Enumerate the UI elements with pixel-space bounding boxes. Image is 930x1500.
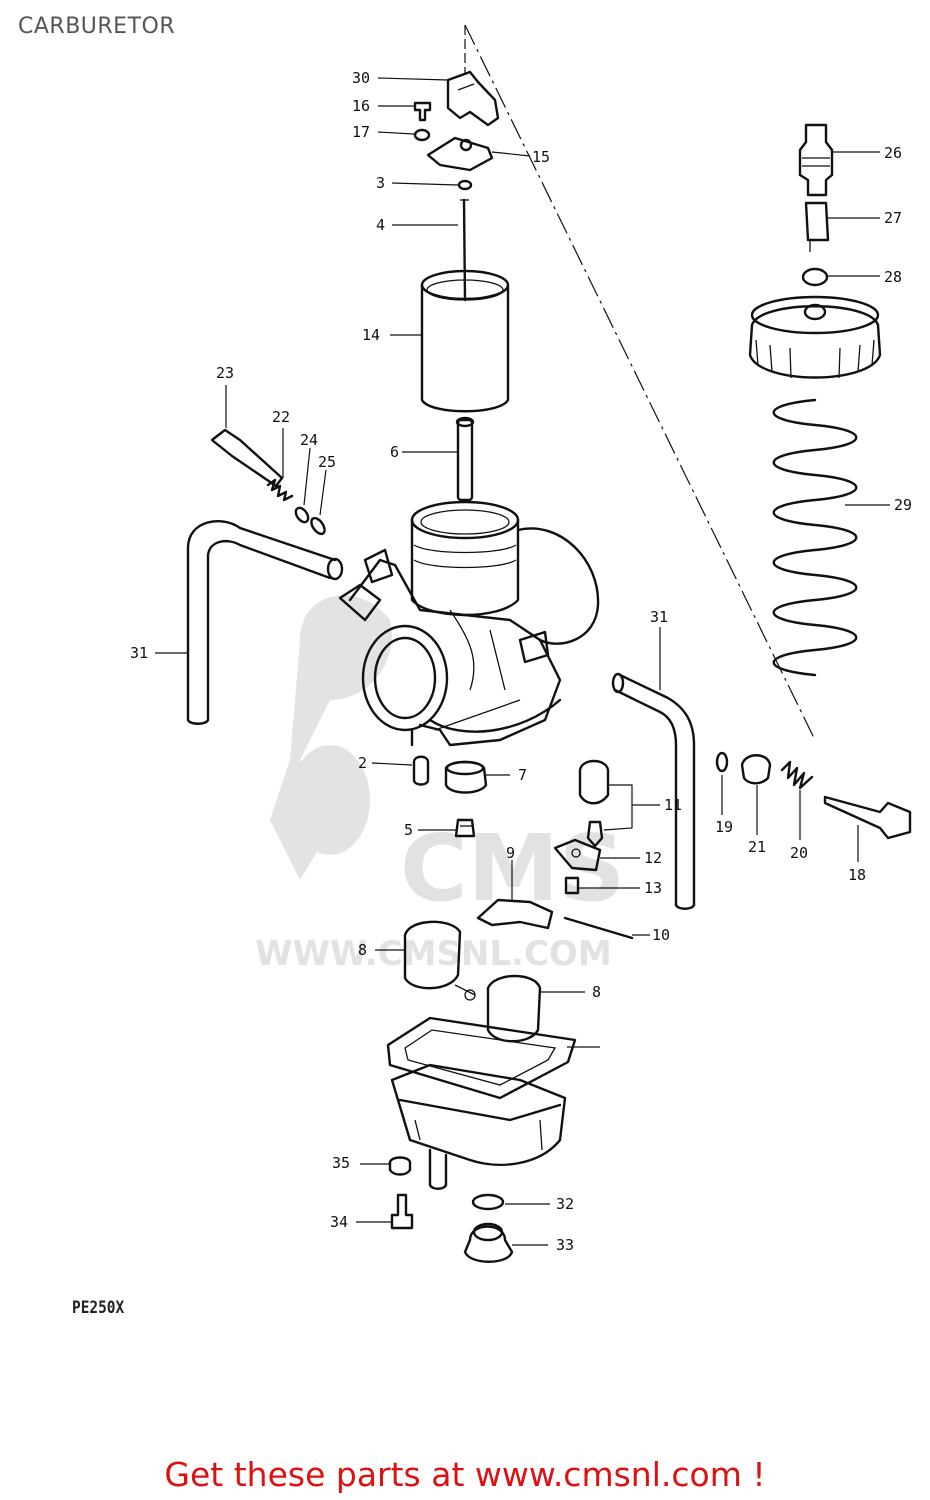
part-cap xyxy=(748,295,882,379)
part-7-valve-seat xyxy=(444,760,488,794)
callout-13: 13 xyxy=(644,879,662,897)
part-27-locknut xyxy=(804,201,830,252)
watermark-url: WWW.CMSNL.COM xyxy=(255,934,612,974)
footer-link[interactable]: Get these parts at www.cmsnl.com ! xyxy=(164,1455,766,1494)
callout-12: 12 xyxy=(644,849,662,867)
callout-9: 9 xyxy=(506,844,515,862)
part-2-clip xyxy=(412,755,430,786)
part-18-screw xyxy=(823,795,912,840)
part-24-washer xyxy=(294,506,310,524)
part-34-screw xyxy=(390,1193,414,1230)
part-35-nut xyxy=(388,1156,412,1176)
part-6-needle-jet xyxy=(455,416,475,502)
callout-15: 15 xyxy=(532,148,550,166)
carburetor-body xyxy=(338,500,600,747)
part-9-float-arm xyxy=(476,898,554,930)
callout-17: 17 xyxy=(352,123,370,141)
callout-29: 29 xyxy=(894,496,912,514)
callout-26: 26 xyxy=(884,144,902,162)
callout-25: 25 xyxy=(318,453,336,471)
callout-3: 3 xyxy=(376,174,385,192)
callout-28: 28 xyxy=(884,268,902,286)
part-20-spring xyxy=(780,760,814,790)
part-8-float-right xyxy=(464,974,542,1043)
part-14-throttle-valve xyxy=(420,269,510,413)
part-11-needle-valve xyxy=(578,759,610,848)
part-21-cap xyxy=(740,754,772,785)
callout-24: 24 xyxy=(300,431,318,449)
callout-16: 16 xyxy=(352,97,370,115)
part-26-cable-adjuster xyxy=(798,123,834,197)
callout-10: 10 xyxy=(652,926,670,944)
callout-31-left: 31 xyxy=(130,644,148,662)
page-title: CARBURETOR xyxy=(18,14,176,39)
callout-30: 30 xyxy=(352,69,370,87)
part-29-spring xyxy=(772,398,858,677)
callout-22: 22 xyxy=(272,408,290,426)
part-30-bracket xyxy=(446,70,500,127)
part-3-clip xyxy=(457,179,473,191)
callout-34: 34 xyxy=(330,1213,348,1231)
callout-20: 20 xyxy=(790,844,808,862)
leader-lines xyxy=(155,77,890,1246)
part-25-oring xyxy=(310,516,326,536)
callout-8-left: 8 xyxy=(358,941,367,959)
callout-21: 21 xyxy=(748,838,766,856)
callout-27: 27 xyxy=(884,209,902,227)
assembly-axis-line xyxy=(464,24,816,741)
callout-7: 7 xyxy=(518,766,527,784)
part-22-spring xyxy=(266,478,294,502)
part-13-screw xyxy=(564,876,580,895)
part-12-pin-plate xyxy=(553,838,602,872)
part-17-washer xyxy=(413,128,431,142)
callout-18: 18 xyxy=(848,866,866,884)
part-4-needle xyxy=(460,198,469,302)
callout-32: 32 xyxy=(556,1195,574,1213)
callout-2: 2 xyxy=(358,754,367,772)
callout-5: 5 xyxy=(404,821,413,839)
part-16-screw xyxy=(413,101,432,122)
callout-33: 33 xyxy=(556,1236,574,1254)
callout-6: 6 xyxy=(390,443,399,461)
part-10-pin xyxy=(563,916,634,940)
callout-19: 19 xyxy=(715,818,733,836)
callout-14: 14 xyxy=(362,326,380,344)
part-28-seal xyxy=(801,267,829,287)
float-bowl-gasket xyxy=(386,1016,577,1100)
callout-23: 23 xyxy=(216,364,234,382)
cmsnl-watermark: CMS WWW.CMSNL.COM xyxy=(255,595,625,974)
float-bowl xyxy=(390,1063,567,1190)
callout-4: 4 xyxy=(376,216,385,234)
part-15-plate xyxy=(426,136,494,172)
part-31-tube-left xyxy=(186,520,344,725)
part-32-oring xyxy=(471,1193,505,1211)
part-23-screw xyxy=(210,428,284,488)
callout-8-right: 8 xyxy=(592,983,601,1001)
part-31-tube-right xyxy=(611,672,696,910)
model-code: PE250X xyxy=(72,1298,125,1318)
part-19-oring xyxy=(715,751,729,773)
part-8-float-left xyxy=(403,920,476,996)
part-5-jet xyxy=(454,818,476,838)
callout-31-right: 31 xyxy=(650,608,668,626)
callout-labels: 30 16 17 15 3 4 14 23 22 24 25 6 31 31 2… xyxy=(130,69,912,1254)
callout-11: 11 xyxy=(664,796,682,814)
callout-35: 35 xyxy=(332,1154,350,1172)
part-33-plug xyxy=(463,1222,514,1263)
